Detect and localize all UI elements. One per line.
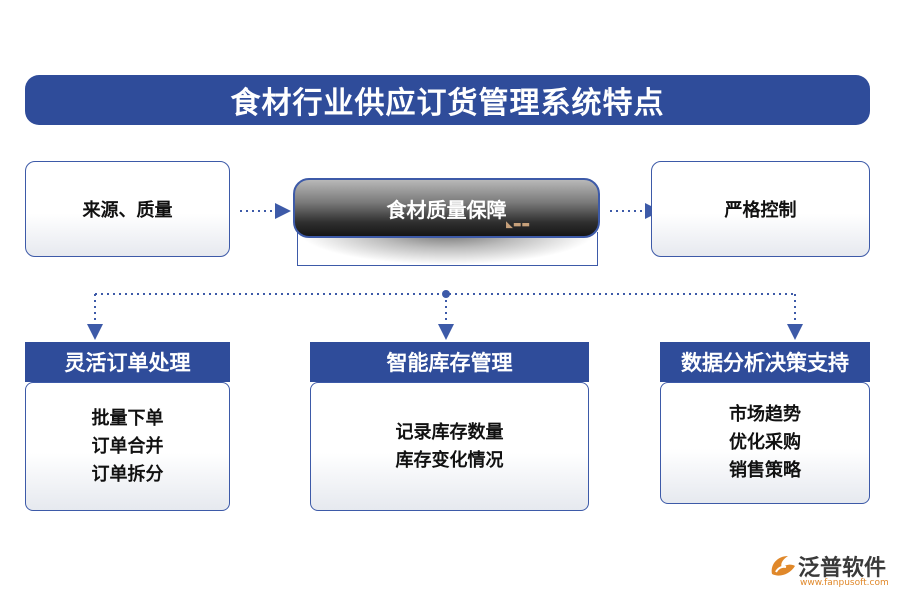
list-item: 订单拆分: [91, 463, 164, 485]
strict-control-box: 严格控制: [651, 161, 870, 257]
category-box-inventory: 记录库存数量 库存变化情况: [310, 382, 589, 511]
brand-logo-icon: [771, 556, 795, 576]
category-header-inventory: 智能库存管理: [310, 342, 589, 382]
list-item: 记录库存数量: [395, 421, 504, 443]
source-quality-box: 来源、质量: [25, 161, 230, 257]
category-box-orders: 批量下单 订单合并 订单拆分: [25, 382, 230, 511]
brand-logo: 泛普软件: [768, 550, 886, 582]
list-item: 优化采购: [729, 432, 801, 453]
list-item: 订单合并: [91, 435, 164, 457]
list-item: 销售策略: [729, 460, 801, 481]
category-box-analytics: 市场趋势 优化采购 销售策略: [660, 382, 870, 504]
list-item: 批量下单: [91, 407, 164, 429]
brand-name: 泛普软件: [798, 556, 887, 581]
diagram-title: 食材行业供应订货管理系统特点: [25, 75, 870, 125]
food-quality-pill: 食材质量保障: [293, 178, 600, 238]
list-item: 库存变化情况: [395, 449, 504, 471]
pill-watermark-logo: ◣▬▬: [506, 220, 530, 230]
brand-url: www.fanpusoft.com: [800, 578, 889, 588]
list-item: 市场趋势: [729, 404, 801, 425]
category-header-analytics: 数据分析决策支持: [660, 342, 870, 382]
category-header-orders: 灵活订单处理: [25, 342, 230, 382]
